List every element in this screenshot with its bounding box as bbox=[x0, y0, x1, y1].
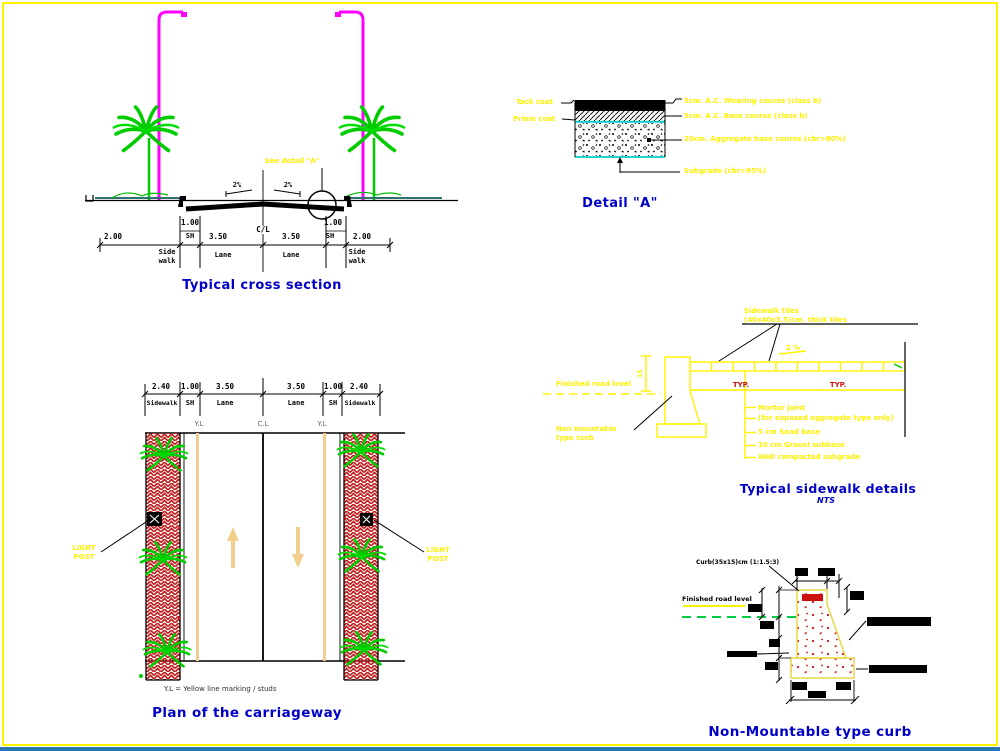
tiles-label-line1: Sidewalk tiles bbox=[744, 307, 799, 315]
seg-label-sidewalk-l2: walk bbox=[158, 257, 176, 265]
illegible-dimension-text bbox=[727, 568, 931, 698]
aggregate-base-label: 20cm. Aggregate base course (cbr>80%) bbox=[684, 135, 846, 143]
dim-lane-left: 3.50 bbox=[208, 232, 228, 241]
typ-mark-right: TYP. bbox=[829, 381, 847, 389]
light-post-left-line1: LIGHT bbox=[72, 544, 96, 552]
plan-seg-4: SH bbox=[328, 399, 338, 407]
prime-coat-label: Prime coat bbox=[513, 115, 556, 123]
light-post-left-line2: POST bbox=[73, 553, 95, 561]
seg-label-lane-l: Lane bbox=[214, 251, 232, 259]
yellow-line-label-right: Y.L bbox=[317, 420, 327, 428]
detail-a-drawing bbox=[561, 98, 682, 173]
dim-sidewalk-left: 2.00 bbox=[103, 232, 123, 241]
cross-section-title: Typical cross section bbox=[182, 278, 342, 293]
finished-road-level-label: Finished road level bbox=[556, 380, 632, 388]
light-post-right-line2: POST bbox=[427, 555, 449, 563]
sidewalk-detail-scale: NTS bbox=[817, 496, 835, 505]
plan-dim-5: 2.40 bbox=[349, 382, 369, 391]
curb-detail-drawing bbox=[682, 565, 931, 705]
typ-mark-left: TYP. bbox=[732, 381, 750, 389]
curb-detail-title: Non-Mountable type curb bbox=[708, 724, 912, 740]
dim-lane-right: 3.50 bbox=[281, 232, 301, 241]
plan-drawing bbox=[100, 378, 425, 681]
dim-sidewalk-right: 2.00 bbox=[352, 232, 372, 241]
bottom-edge-strip bbox=[0, 747, 1000, 751]
curb-label: Curb(35x15)cm (1:1.5:3) bbox=[696, 559, 780, 566]
dim-sh-right: 1.00 bbox=[323, 218, 343, 227]
sidewalk-detail-title: Typical sidewalk details bbox=[739, 481, 917, 496]
note-mortar-joint: Mortar joint bbox=[758, 404, 806, 412]
seg-label-lane-r: Lane bbox=[282, 251, 300, 259]
plan-seg-2: Lane bbox=[216, 399, 234, 407]
subgrade-label: Subgrade (cbr>95%) bbox=[684, 167, 767, 175]
detail-a-title: Detail "A" bbox=[582, 196, 658, 211]
tiles-label-line2: (40x40x3.5)cm. thick tiles bbox=[744, 316, 847, 324]
plan-dim-1: 1.00 bbox=[180, 382, 200, 391]
note-sand-base: 5 cm Sand base bbox=[758, 428, 821, 436]
center-line-label: C.L bbox=[257, 420, 269, 428]
non-mountable-label-line2: type curb bbox=[556, 434, 594, 442]
plan-dim-2: 3.50 bbox=[215, 382, 235, 391]
plan-dim-4: 1.00 bbox=[323, 382, 343, 391]
tack-coat-label: Tack coat bbox=[516, 98, 553, 106]
see-detail-label: See detail "A" bbox=[264, 157, 320, 165]
slope-left-label: 2% bbox=[232, 181, 242, 189]
plan-dim-0: 2.40 bbox=[151, 382, 171, 391]
wearing-course-label: 5cm. A.C. Wearing course (class b) bbox=[684, 97, 822, 105]
base-course-label: 5cm. A.C. Base course (class b) bbox=[684, 112, 808, 120]
plan-note: Y.L = Yellow line marking / studs bbox=[164, 685, 277, 693]
plan-title: Plan of the carriageway bbox=[152, 705, 342, 721]
plan-seg-1: SH bbox=[185, 399, 195, 407]
plan-seg-0: Sidewalk bbox=[146, 399, 178, 407]
slope-right-label: 2% bbox=[283, 181, 293, 189]
seg-label-sidewalk-l1: Side bbox=[158, 248, 176, 256]
seg-label-sidewalk-r1: Side bbox=[348, 248, 366, 256]
non-mountable-label-line1: Non mountable bbox=[556, 425, 617, 433]
note-exposed-aggregate: (for exposed aggregate type only) bbox=[758, 414, 894, 422]
seg-label-sidewalk-r2: walk bbox=[348, 257, 366, 265]
sh-right-label: SH bbox=[325, 232, 335, 240]
plan-seg-3: Lane bbox=[287, 399, 305, 407]
cross-section-drawing bbox=[85, 10, 458, 272]
yellow-line-label-left: Y.L bbox=[194, 420, 204, 428]
sh-left-label: SH bbox=[185, 232, 195, 240]
centerline-label: C/L bbox=[256, 225, 270, 234]
dim-sh-left: 1.00 bbox=[180, 218, 200, 227]
plan-seg-5: Sidewalk bbox=[344, 399, 376, 407]
note-compacted-subgrade: Well compacted subgrade bbox=[758, 453, 861, 461]
light-post-right-line1: LIGHT bbox=[426, 546, 450, 554]
plan-dim-3: 3.50 bbox=[286, 382, 306, 391]
sidewalk-slope-label: 2 % bbox=[785, 344, 801, 352]
curb-finished-road-level: Finished road level bbox=[682, 595, 752, 603]
note-gravel-subbase: 10 cm Gravel subbase bbox=[758, 441, 845, 449]
sidewalk-detail-drawing bbox=[543, 323, 918, 459]
